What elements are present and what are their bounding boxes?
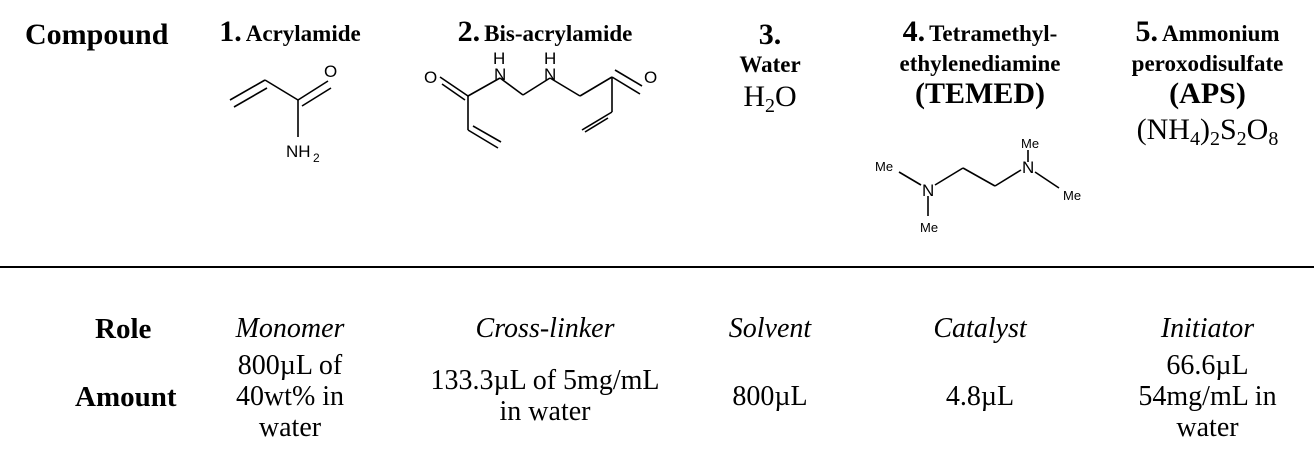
bis-n-right-atom: N <box>544 65 556 84</box>
compound-1-name: Acrylamide <box>245 21 361 46</box>
role-compound-3: Solvent <box>728 313 812 344</box>
compound-4-name-line2: ethylenediamine <box>899 51 1061 76</box>
acrylamide-o-atom: O <box>324 62 337 81</box>
temed-me-3: Me <box>1021 136 1039 151</box>
compound-2-number: 2. <box>457 15 481 48</box>
bis-h-left-atom: H <box>493 49 505 68</box>
compound-5-name-line1: Ammonium <box>1161 21 1280 46</box>
compound-5-number: 5. <box>1135 15 1158 48</box>
temed-structure: Me N Me Me N Me <box>875 136 1081 235</box>
amount-row-label: Amount <box>75 381 177 413</box>
compound-3-header: 3. Water H2O <box>720 18 820 117</box>
temed-n-right: N <box>1022 158 1034 177</box>
temed-n-left: N <box>922 181 934 200</box>
aps-formula: (NH4)2S2O8 <box>1136 113 1279 150</box>
temed-me-1: Me <box>875 159 893 174</box>
compound-4-abbr: (TEMED) <box>915 77 1045 110</box>
compound-1-header: 1. Acrylamide <box>190 15 390 50</box>
amount-compound-4: 4.8µL <box>945 381 1015 412</box>
role-compound-4: Catalyst <box>933 313 1027 344</box>
compound-4-header: 4. Tetramethyl- ethylenediamine (TEMED) <box>860 15 1100 111</box>
bis-n-left-atom: N <box>494 65 506 84</box>
compound-2-header: 2. Bis-acrylamide <box>395 15 695 50</box>
compound-5-abbr: (APS) <box>1169 77 1246 110</box>
bis-h-right-atom: H <box>544 49 556 68</box>
compound-4-name-line1: Tetramethyl- <box>929 21 1058 46</box>
role-compound-5: Initiator <box>1160 313 1255 344</box>
bis-o-left-atom: O <box>424 68 437 87</box>
compound-1-number: 1. <box>219 15 242 48</box>
amount-compound-3: 800µL <box>732 381 808 412</box>
role-row-label: Role <box>95 313 152 345</box>
table-divider <box>0 266 1314 268</box>
acrylamide-nh-subscript: 2 <box>313 151 320 165</box>
temed-me-4: Me <box>1063 188 1081 203</box>
acrylamide-nh-atom: NH <box>286 142 311 161</box>
compound-3-name: Water <box>739 52 801 77</box>
header-compound-label: Compound <box>25 18 169 51</box>
acrylamide-structure: O NH 2 <box>229 62 337 165</box>
compound-2-name: Bis-acrylamide <box>484 21 633 46</box>
water-formula: H2O <box>743 80 797 117</box>
bis-acrylamide-structure: O H N H N O <box>424 49 657 149</box>
compound-4-number: 4. <box>902 15 926 48</box>
role-compound-1: Monomer <box>235 313 345 344</box>
compound-3-number: 3. <box>758 18 782 51</box>
temed-me-2: Me <box>920 220 938 235</box>
compound-5-header: 5. Ammonium peroxodisulfate (APS) (NH4)2… <box>1105 15 1310 150</box>
role-compound-2: Cross-linker <box>475 313 615 344</box>
bis-o-right-atom: O <box>644 68 657 87</box>
compound-5-name-line2: peroxodisulfate <box>1131 51 1284 76</box>
